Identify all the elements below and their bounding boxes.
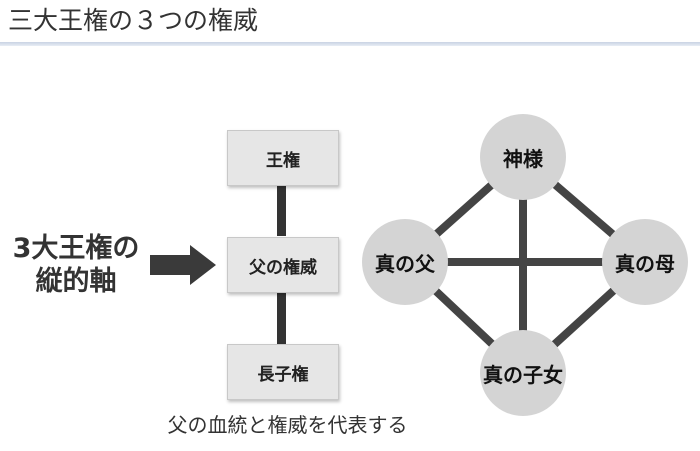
relationship-network: 神様 真の父 真の母 真の子女 (355, 95, 700, 451)
box-father-authority: 父の権威 (227, 237, 339, 293)
page-title: 三大王権の３つの権威 (8, 6, 259, 35)
node-true-mother: 真の母 (602, 219, 688, 305)
node-true-children: 真の子女 (480, 330, 566, 416)
hierarchy-connector-bottom (277, 292, 286, 344)
hierarchy-caption: 父の血統と権威を代表する (167, 413, 408, 437)
vertical-axis-label-line2: 縦的軸 (35, 266, 117, 297)
hierarchy-connector-top (277, 184, 286, 236)
right-arrow-icon (150, 245, 216, 285)
box-royal-authority: 王権 (227, 130, 339, 186)
node-god: 神様 (480, 114, 566, 200)
vertical-axis-label-line1: 3大王権の (12, 233, 140, 264)
vertical-axis-label: 3大王権の 縦的軸 (6, 232, 146, 298)
title-divider (0, 42, 700, 46)
node-true-father: 真の父 (362, 219, 448, 305)
box-birthright: 長子権 (227, 344, 339, 400)
